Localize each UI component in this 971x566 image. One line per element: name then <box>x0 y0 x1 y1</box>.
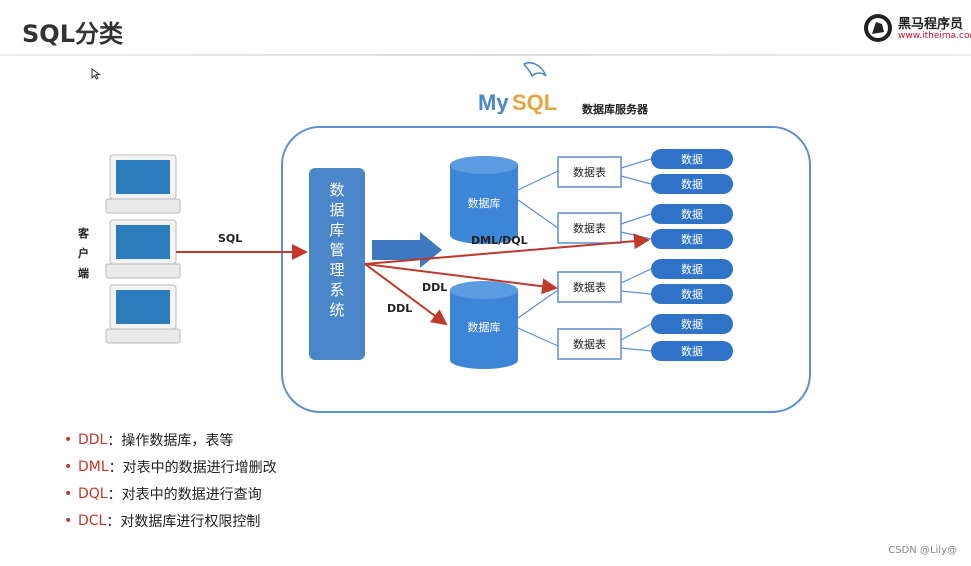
watermark: CSDN @Lily@ <box>888 545 957 556</box>
brand-logo <box>862 12 967 44</box>
server-label: 数据库服务器 <box>582 103 648 116</box>
dbms-box <box>309 168 365 360</box>
list-item: • DML ：对表中的数据进行增删改 <box>64 453 277 480</box>
dolphin-icon: My SQL <box>478 62 557 115</box>
ddl-table-arrow <box>364 263 558 295</box>
data-pill <box>651 229 733 249</box>
data-label: 数据 <box>681 178 703 191</box>
laptop-icon <box>105 284 181 344</box>
brand-name: 黑马程序员 <box>898 17 964 32</box>
dml-dql-arrow <box>364 233 650 265</box>
horse-logo-icon <box>864 14 892 42</box>
table-box <box>557 271 622 303</box>
bullet-term: DQL <box>78 485 108 502</box>
svg-text:My: My <box>478 90 509 114</box>
ddl-label-upper: DDL <box>422 281 448 294</box>
data-label: 数据 <box>681 208 703 221</box>
bullet-dot: • <box>64 458 73 475</box>
data-pill <box>651 174 733 194</box>
data-pill <box>651 204 733 224</box>
table-label: 数据表 <box>573 222 606 235</box>
server-outline <box>281 126 811 413</box>
bullet-term: DCL <box>78 512 107 529</box>
data-label: 数据 <box>681 233 703 246</box>
list-item: • DCL ：对数据库进行权限控制 <box>64 507 277 534</box>
database-label: 数据库 <box>467 197 501 210</box>
data-pill <box>651 314 733 334</box>
data-label: 数据 <box>681 153 703 166</box>
data-label: 数据 <box>681 345 703 358</box>
list-item: • DQL ：对表中的数据进行查询 <box>64 480 277 507</box>
database-label: 数据库 <box>467 321 501 334</box>
bullet-desc: ：操作数据库，表等 <box>107 432 234 449</box>
database-cylinder <box>450 156 518 244</box>
ddl-label-lower: DDL <box>387 302 413 315</box>
dml-dql-label: DML/DQL <box>471 234 528 247</box>
ddl-db-arrow <box>364 263 448 326</box>
laptop-icon <box>105 154 181 214</box>
mouse-cursor-icon <box>91 68 101 80</box>
bullet-term: DDL <box>78 431 108 448</box>
data-label: 数据 <box>681 318 703 331</box>
data-pill <box>651 341 733 361</box>
sql-category-list: • DDL ：操作数据库，表等 • DML ：对表中的数据进行增删改 • DQL… <box>64 426 277 534</box>
page-title: SQL分类 <box>22 20 123 48</box>
data-pill <box>651 284 733 304</box>
table-label: 数据表 <box>573 338 606 351</box>
database-cylinder <box>450 281 518 369</box>
data-label: 数据 <box>681 263 703 276</box>
data-label: 数据 <box>681 288 703 301</box>
title-divider <box>0 54 971 56</box>
data-pill <box>651 259 733 279</box>
bullet-dot: • <box>64 512 73 529</box>
table-box <box>557 328 622 360</box>
dbms-label: 数据库管理系统 <box>329 181 345 319</box>
mysql-logo: My SQL <box>476 58 566 118</box>
table-box <box>557 212 622 244</box>
brand-url: www.itheima.com <box>898 31 971 41</box>
table-label: 数据表 <box>573 281 606 294</box>
bullet-dot: • <box>64 485 73 502</box>
svg-text:SQL: SQL <box>512 90 557 114</box>
bullet-desc: ：对数据库进行权限控制 <box>106 513 261 530</box>
data-pill <box>651 149 733 169</box>
laptop-icon <box>105 219 181 279</box>
bullet-dot: • <box>64 431 73 448</box>
bullet-desc: ：对表中的数据进行查询 <box>107 486 262 503</box>
table-box <box>557 156 622 188</box>
client-label: 客户端 <box>78 227 89 280</box>
table-label: 数据表 <box>573 166 606 179</box>
sql-label: SQL <box>218 232 243 245</box>
bullet-term: DML <box>78 458 109 475</box>
list-item: • DDL ：操作数据库，表等 <box>64 426 277 453</box>
bullet-desc: ：对表中的数据进行增删改 <box>108 459 277 476</box>
